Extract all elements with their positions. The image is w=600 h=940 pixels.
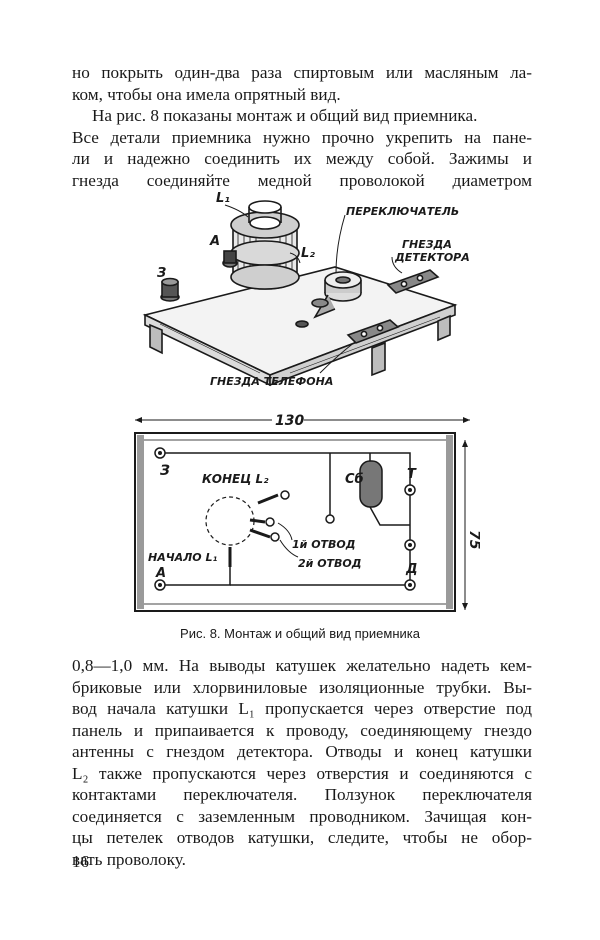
label-detector-1: ГНЕЗДА (402, 238, 452, 251)
text-line: ли и надежно соединить их между собой. З… (72, 149, 532, 168)
text-line: ком, чтобы она имела опрятный вид. (72, 84, 341, 104)
text-line: Все детали приемника нужно прочно укрепи… (72, 127, 532, 147)
text-line: цы петелек отводов катушки, следите, что… (72, 828, 532, 847)
text-line: На рис. 8 показаны монтаж и общий вид пр… (92, 106, 478, 125)
top-labels: L₁ L₂ А З ПЕРЕКЛЮЧАТЕЛЬ ГНЕЗДА ДЕТЕКТОРА… (157, 191, 470, 388)
text-line: соединяется с заземленным проводником. З… (72, 806, 532, 826)
text-line: вод начала катушки L₁ пропускается через… (72, 699, 532, 718)
text-line: контактами переключателя. Ползунок перек… (72, 785, 532, 804)
label-start-l1: НАЧАЛО L₁ (148, 551, 217, 564)
page-number: 16 (72, 852, 89, 871)
receiver-figure: L₁ L₂ А З ПЕРЕКЛЮЧАТЕЛЬ ГНЕЗДА ДЕТЕКТОРА… (134, 191, 480, 612)
text-line: бриковые или хлорвиниловые изоляционные … (72, 677, 532, 697)
dim-75: 75 (466, 530, 480, 550)
figure-caption: Рис. 8. Монтаж и общий вид приемника (180, 626, 420, 641)
text-line: антенны с гнездом детектора. Отводы и ко… (72, 742, 532, 761)
label-l1: L₁ (216, 191, 230, 206)
text-line: L₂ также пропускаются через отверстия и … (72, 763, 532, 783)
text-line: 0,8—1,0 мм. На выводы катушек желательно… (72, 656, 532, 675)
label-phone-sockets: ГНЕЗДА ТЕЛЕФОНА (210, 375, 333, 388)
label-z-top: З (157, 266, 166, 281)
paragraph-1: но покрыть один-два раза спиртовым или м… (72, 62, 532, 105)
label-d: Д (405, 562, 418, 577)
text-line: вать проволоку. (72, 849, 186, 869)
label-end-l2: КОНЕЦ L₂ (202, 472, 269, 486)
label-tap1: 1й ОТВОД (292, 538, 356, 551)
diagram-labels: 130 75 З КОНЕЦ L₂ Сб Т 1й ОТВОД 2й ОТВОД… (148, 413, 480, 581)
paragraph-3: 0,8—1,0 мм. На выводы катушек желательно… (72, 655, 532, 870)
label-t: Т (407, 467, 417, 482)
label-z: З (160, 463, 170, 479)
paragraph-2: На рис. 8 показаны монтаж и общий вид пр… (72, 105, 532, 191)
label-switch: ПЕРЕКЛЮЧАТЕЛЬ (346, 205, 459, 218)
label-tap2: 2й ОТВОД (298, 557, 362, 570)
label-cb: Сб (345, 472, 364, 487)
label-l2: L₂ (301, 246, 315, 261)
text-line: но покрыть один-два раза спиртовым или м… (72, 63, 532, 82)
text-line: панель и припаивается к проводу, соединя… (72, 720, 532, 740)
text-line: гнезда соединяйте медной проволокой диам… (72, 170, 532, 190)
dim-130: 130 (275, 413, 304, 429)
receiver-perspective-drawing (142, 200, 458, 387)
wiring-diagram (134, 410, 470, 612)
label-a-top: А (209, 234, 220, 249)
label-a: А (155, 566, 166, 581)
label-detector-2: ДЕТЕКТОРА (394, 251, 470, 264)
